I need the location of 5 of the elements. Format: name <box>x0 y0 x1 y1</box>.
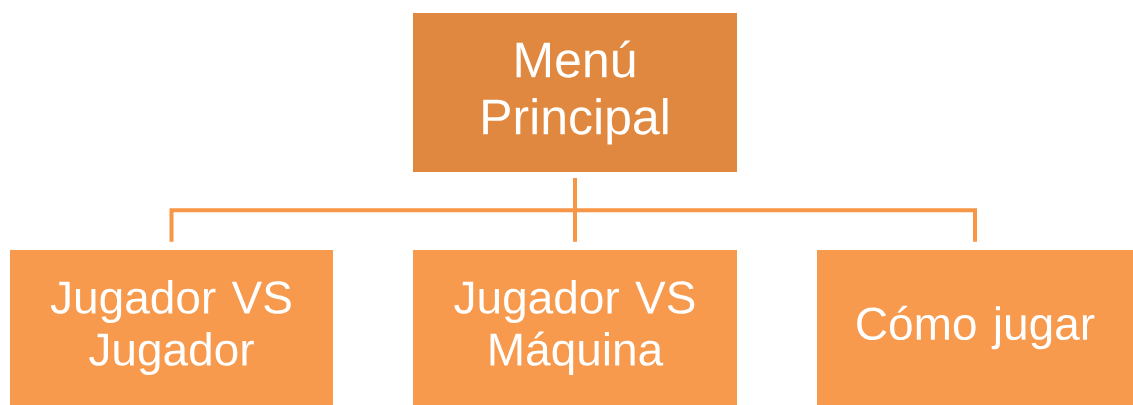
connector-line <box>573 178 977 242</box>
menu-box: Jugador VS Máquina <box>413 250 737 405</box>
menu-box: Menú Principal <box>413 13 737 172</box>
menu-box: Cómo jugar <box>817 250 1133 405</box>
menu-box: Jugador VS Jugador <box>10 250 333 405</box>
